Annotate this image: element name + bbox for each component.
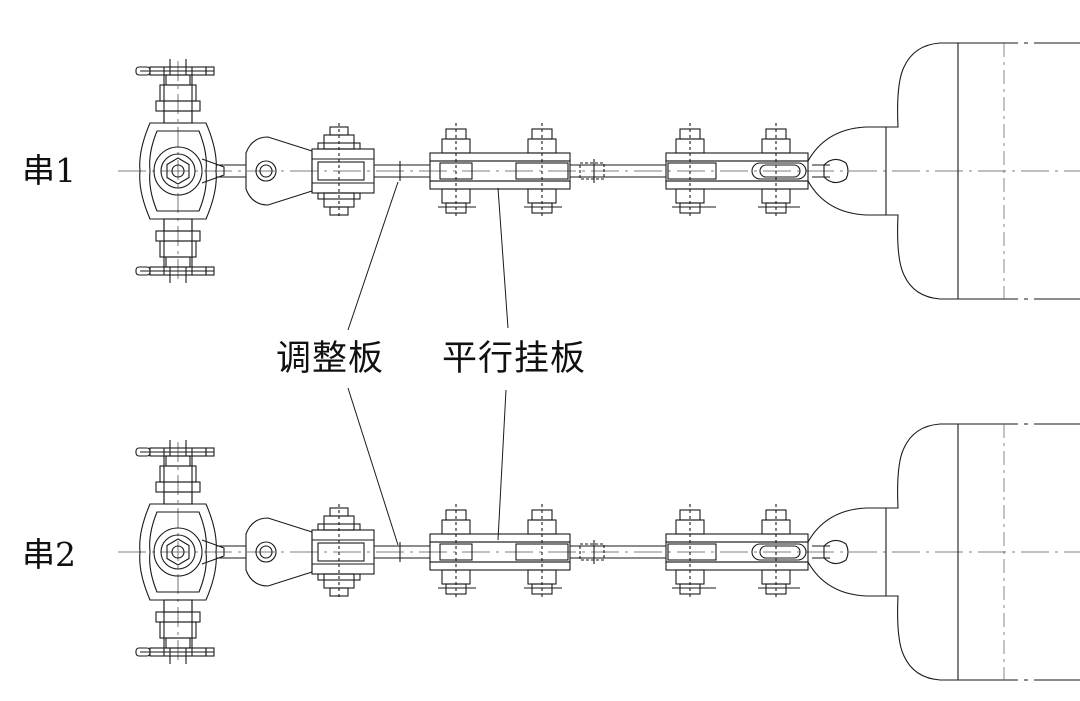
string-1-assembly (117, 42, 1080, 300)
callout-leaders (347, 181, 509, 546)
leader-adjusting-plate-string-2 (347, 387, 399, 546)
string-2-assembly (117, 423, 1080, 681)
leader-parallel-plate-string-1 (497, 187, 509, 329)
parallel-hanging-plate-label: 平行挂板 (442, 339, 587, 379)
leader-adjusting-plate-string-1 (347, 181, 399, 331)
leader-parallel-plate-string-2 (497, 389, 507, 541)
adjusting-plate-label: 调整板 (276, 339, 385, 379)
string-2-label: 串2 (22, 535, 76, 574)
string-1-label: 串1 (22, 151, 76, 190)
